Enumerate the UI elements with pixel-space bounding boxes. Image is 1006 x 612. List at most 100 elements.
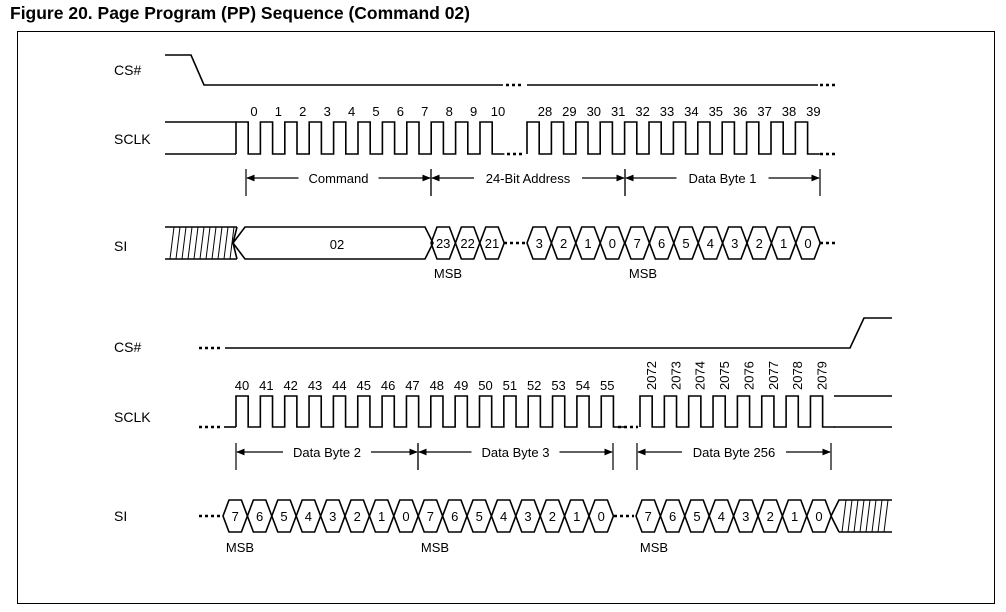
waveforms xyxy=(165,54,892,533)
si-data-bit: 5 xyxy=(682,236,689,251)
clock-number: 40 xyxy=(235,378,249,393)
si-dont-care xyxy=(211,226,217,260)
clock-number: 52 xyxy=(527,378,541,393)
si-dont-care xyxy=(841,499,847,533)
sclk-pulses-top xyxy=(526,121,820,155)
si-label-top: SI xyxy=(114,238,127,254)
clock-number: 41 xyxy=(259,378,273,393)
clock-number: 30 xyxy=(587,104,601,119)
clock-number: 55 xyxy=(600,378,614,393)
si-dont-care xyxy=(199,226,205,260)
clock-number: 50 xyxy=(478,378,492,393)
clock-number-rotated: 2073 xyxy=(668,361,683,390)
msb-label: MSB xyxy=(421,540,449,555)
si-dont-care xyxy=(853,499,859,533)
clock-number: 38 xyxy=(782,104,796,119)
clock-number: 43 xyxy=(308,378,322,393)
si-address-bit: 1 xyxy=(584,236,591,251)
si-data-bit: 5 xyxy=(280,509,287,524)
si-dont-care xyxy=(169,226,175,260)
si-dont-care xyxy=(859,499,865,533)
clock-number: 1 xyxy=(275,104,282,119)
si-dont-care xyxy=(181,226,187,260)
clock-number: 31 xyxy=(611,104,625,119)
si-data-bit: 3 xyxy=(731,236,738,251)
clock-number: 4 xyxy=(348,104,355,119)
sclk-pulses-bottom xyxy=(235,395,626,428)
si-data-bit: 3 xyxy=(329,509,336,524)
si-data-bit: 4 xyxy=(500,509,507,524)
clock-number: 48 xyxy=(430,378,444,393)
si-dont-care xyxy=(871,499,877,533)
span-data-byte-1-label: Data Byte 1 xyxy=(689,171,757,186)
si-data-bit: 4 xyxy=(718,509,725,524)
si-data-bit: 6 xyxy=(256,509,263,524)
clock-number: 5 xyxy=(372,104,379,119)
clock-number-rotated: 2074 xyxy=(693,361,708,390)
clock-number-rotated: 2079 xyxy=(814,361,829,390)
si-dont-care xyxy=(223,226,229,260)
clock-number: 3 xyxy=(324,104,331,119)
msb-label: MSB xyxy=(640,540,668,555)
si-address-bit: 23 xyxy=(436,236,450,251)
si-dont-care xyxy=(175,226,181,260)
si-idle-top xyxy=(165,226,237,260)
si-data-cell xyxy=(588,499,615,533)
msb-label: MSB xyxy=(629,266,657,281)
si-data-bit: 2 xyxy=(756,236,763,251)
si-dont-care xyxy=(847,499,853,533)
si-address-bit: 2 xyxy=(560,236,567,251)
span-address-label: 24-Bit Address xyxy=(486,171,571,186)
sclk-idle-top xyxy=(165,121,236,155)
si-idle-bottom xyxy=(830,499,892,533)
si-data-bit: 7 xyxy=(232,509,239,524)
clock-number: 9 xyxy=(470,104,477,119)
cs-waveform-bottom xyxy=(225,317,892,349)
clock-number-rotated: 2072 xyxy=(644,361,659,390)
clock-number: 6 xyxy=(397,104,404,119)
msb-label: MSB xyxy=(226,540,254,555)
si-address-bit: 3 xyxy=(536,236,543,251)
si-data-bit: 1 xyxy=(573,509,580,524)
si-data-bit: 7 xyxy=(427,509,434,524)
sclk-label-bottom: SCLK xyxy=(114,409,151,425)
figure-title: Figure 20. Page Program (PP) Sequence (C… xyxy=(10,3,470,23)
si-data-bit: 6 xyxy=(658,236,665,251)
si-dont-care xyxy=(187,226,193,260)
si-data-bit: 3 xyxy=(524,509,531,524)
si-dont-care xyxy=(877,499,883,533)
sclk-pulses-top xyxy=(235,121,505,155)
cs-waveform-top xyxy=(165,54,503,86)
clock-number: 8 xyxy=(446,104,453,119)
clock-number: 46 xyxy=(381,378,395,393)
si-data-bit: 0 xyxy=(402,509,409,524)
clock-number-rotated: 2075 xyxy=(717,361,732,390)
si-data-bit: 1 xyxy=(791,509,798,524)
sclk-label-top: SCLK xyxy=(114,131,151,147)
si-dont-care xyxy=(217,226,223,260)
si-data-bit: 4 xyxy=(305,509,312,524)
si-data-bit: 1 xyxy=(378,509,385,524)
si-data-bit: 5 xyxy=(476,509,483,524)
clock-number-rotated: 2077 xyxy=(766,361,781,390)
clock-number: 37 xyxy=(757,104,771,119)
sclk-idle-bottom xyxy=(834,395,892,428)
si-data-bit: 0 xyxy=(804,236,811,251)
si-data-bit: 4 xyxy=(707,236,714,251)
clock-number: 47 xyxy=(405,378,419,393)
clock-number: 45 xyxy=(357,378,371,393)
si-data-bit: 6 xyxy=(451,509,458,524)
si-data-bit: 3 xyxy=(742,509,749,524)
si-data-bit: 5 xyxy=(693,509,700,524)
clock-number: 53 xyxy=(551,378,565,393)
clock-number: 34 xyxy=(684,104,698,119)
clock-number-rotated: 2076 xyxy=(741,361,756,390)
clock-number: 36 xyxy=(733,104,747,119)
clock-number: 44 xyxy=(332,378,346,393)
si-dont-care xyxy=(883,499,889,533)
si-dont-care xyxy=(205,226,211,260)
clock-number-rotated: 2078 xyxy=(790,361,805,390)
clock-number: 32 xyxy=(635,104,649,119)
si-dont-care xyxy=(229,226,235,260)
